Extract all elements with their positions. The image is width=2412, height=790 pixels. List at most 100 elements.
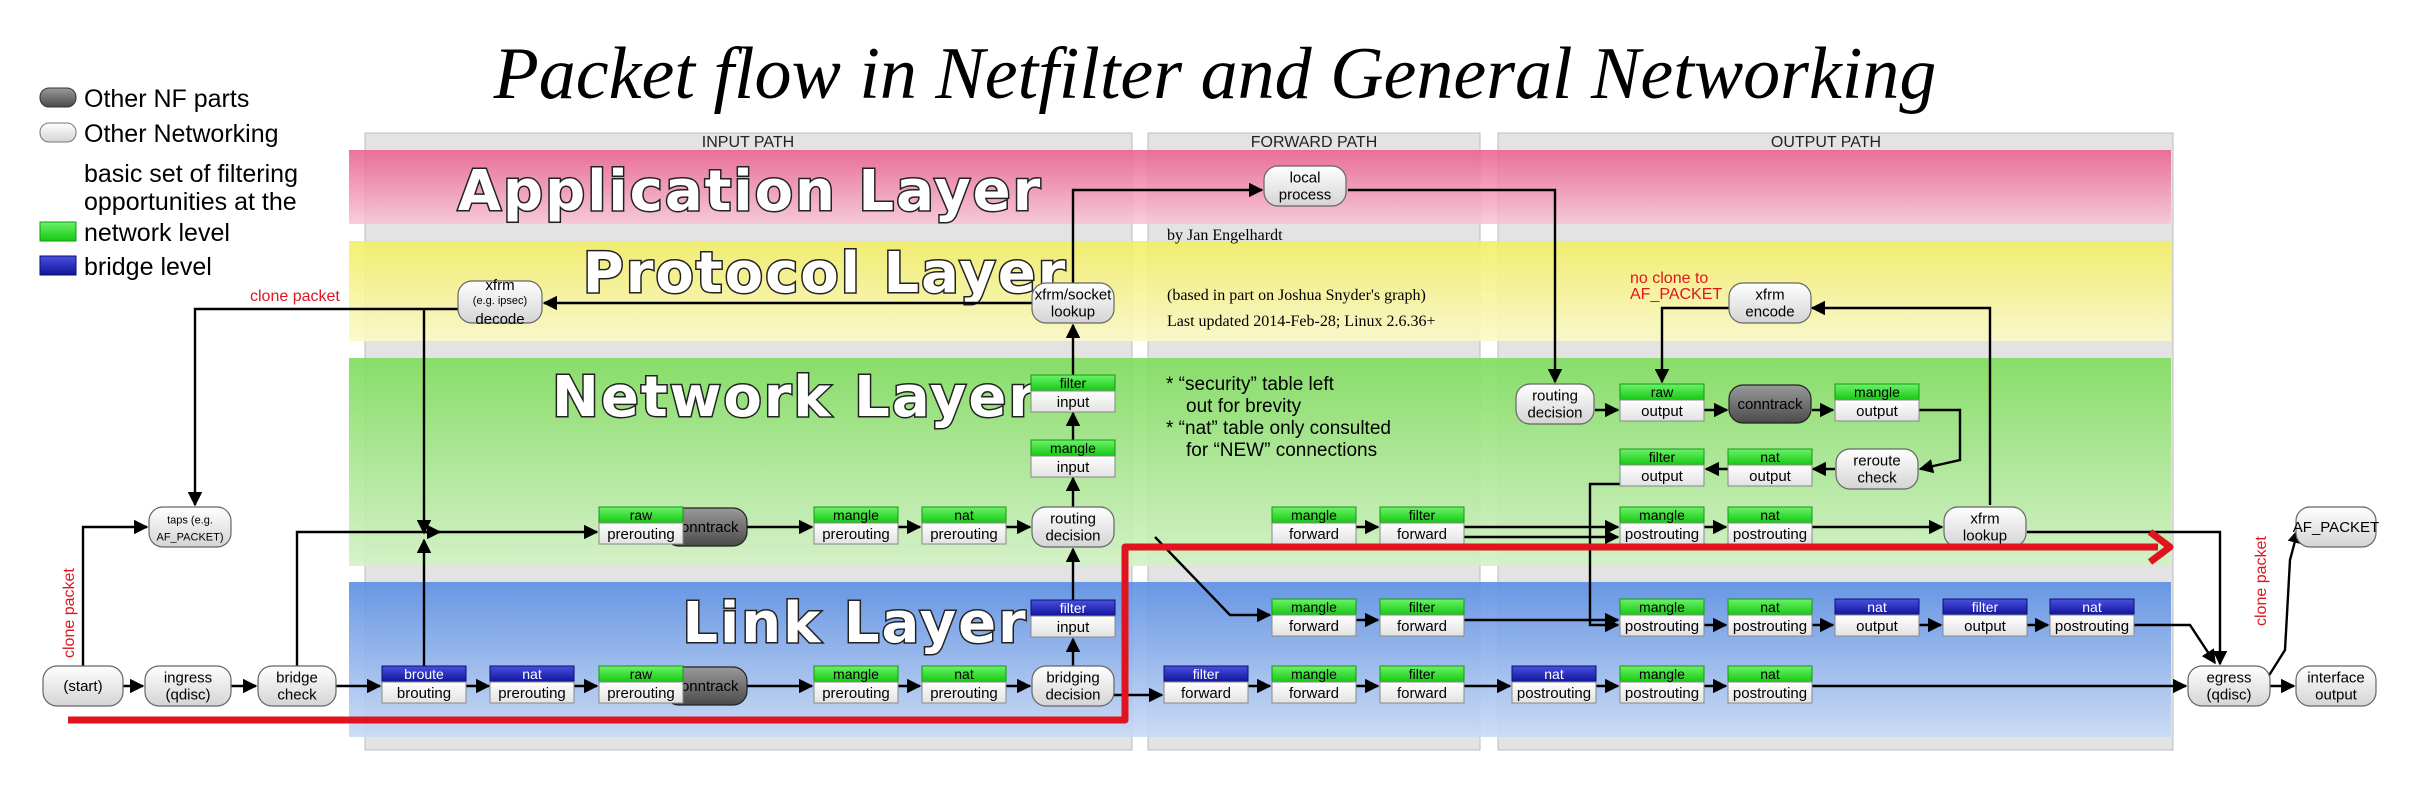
hook-mangle-prerouting-link-chain: prerouting: [822, 685, 890, 702]
no-clone-label-2: AF_PACKET: [1630, 286, 1722, 303]
xfrm-decode-text-0: xfrm: [485, 277, 514, 294]
highlighted-forward-path: [68, 529, 2174, 724]
bridge-check-node-text-1: check: [277, 687, 317, 704]
hook-nat-prerouting-net-body: [921, 522, 1007, 545]
hook-nat-postrouting-bridge-chain: postrouting: [1517, 685, 1591, 702]
hook-filter-forward-bridge-table: filter: [1193, 666, 1220, 682]
application-layer-label: Application Layer: [458, 159, 1043, 224]
hook-nat-postrouting-net-table: nat: [1760, 507, 1780, 523]
connector-57: [2134, 623, 2217, 665]
hook-nat-postrouting-link-body: [1727, 681, 1813, 704]
hook-mangle-prerouting-net-table: mangle: [833, 507, 879, 523]
hook-raw-prerouting-net-body: [598, 522, 684, 545]
hook-filter-forward-link-body: [1379, 681, 1465, 704]
egress-node-shape: [2187, 665, 2271, 707]
connector-41: [1588, 482, 1620, 600]
hook-mangle-forward-link-chain: forward: [1289, 685, 1339, 702]
hook-filter-forward-link-upper-chain: forward: [1397, 618, 1447, 635]
interface-output-node-text-0: interface: [2307, 670, 2365, 687]
protocol-layer-label: Protocol Layer: [583, 241, 1068, 306]
hook-mangle-input-net-body: [1030, 455, 1116, 478]
hook-filter-forward-bridge-chain: forward: [1181, 685, 1231, 702]
hook-nat-prerouting-link-chain: prerouting: [930, 685, 998, 702]
hook-mangle-forward-link-upper-table: mangle: [1291, 599, 1337, 615]
connector-19: [81, 519, 149, 666]
routing-decision-input-text-1: decision: [1045, 528, 1100, 545]
input-path-label: INPUT PATH: [702, 134, 794, 151]
connector-49: [2027, 530, 2228, 666]
network-layer-label: Network Layer: [552, 365, 1038, 430]
taps-text-0: taps (e.g.: [167, 515, 213, 527]
local-process-text-0: local: [1290, 170, 1321, 187]
xfrm-socket-lookup-text-1: lookup: [1051, 304, 1095, 321]
highlight-forward-arrowhead: [2147, 529, 2174, 565]
hook-mangle-postrouting-net-chain: postrouting: [1625, 526, 1699, 543]
interface-output-node-shape: [2295, 665, 2377, 707]
routing-decision-output-text-1: decision: [1527, 405, 1582, 422]
start-node-text-0: (start): [63, 678, 102, 695]
xfrm-decode-text-1: (e.g. ipsec): [473, 295, 527, 307]
hook-mangle-postrouting-link-chain: postrouting: [1625, 685, 1699, 702]
hook-nat-postrouting-bridge-upper-table: nat: [2082, 599, 2102, 615]
flow-connectors: [81, 182, 2302, 703]
xfrm-encode-text-0: xfrm: [1755, 287, 1784, 304]
hook-filter-forward-link-table: filter: [1409, 666, 1436, 682]
bridging-decision-text-0: bridging: [1046, 670, 1099, 687]
legend-bridge-level: bridge level: [84, 253, 212, 281]
conntrack-network-output-text-0: conntrack: [1737, 396, 1803, 413]
xfrm-socket-lookup-text-0: xfrm/socket: [1035, 287, 1113, 304]
hook-filter-forward-net-table: filter: [1409, 507, 1436, 523]
local-process-text-1: process: [1279, 187, 1332, 204]
bridge-check-node-text-0: bridge: [276, 670, 318, 687]
egress-node-text-1: (qdisc): [2206, 687, 2251, 704]
clone-packet-left-label: clone packet: [61, 568, 78, 658]
xfrm-socket-lookup-shape: [1031, 282, 1115, 324]
hook-nat-postrouting-bridge-upper-chain: postrouting: [2055, 618, 2129, 635]
connector-38: [1918, 408, 1962, 474]
legend-desc-line2: opportunities at the: [84, 188, 297, 216]
highlight-forward-path: [68, 543, 2158, 724]
egress-node-text-0: egress: [2206, 670, 2251, 687]
hook-nat-postrouting-link-upper-table: nat: [1760, 599, 1780, 615]
hook-filter-input-bridge-chain: input: [1057, 619, 1090, 636]
hook-nat-postrouting-bridge-table: nat: [1544, 666, 1564, 682]
connector-20: [295, 524, 442, 666]
hook-nat-postrouting-link-table: nat: [1760, 666, 1780, 682]
taps-shape: [148, 506, 232, 548]
note-line2: out for brevity: [1186, 396, 1302, 417]
bridging-decision-text-1: decision: [1045, 687, 1100, 704]
hook-filter-forward-link-upper-body: [1379, 614, 1465, 637]
clone-packet-top-label: clone packet: [250, 288, 340, 305]
conntrack-network-output-shape: [1728, 384, 1812, 424]
reroute-check-shape: [1835, 448, 1919, 490]
ingress-node-text-0: ingress: [164, 670, 212, 687]
hook-nat-prerouting-net-chain: prerouting: [930, 526, 998, 543]
hook-filter-input-net-chain: input: [1057, 394, 1090, 411]
hook-mangle-output-net-chain: output: [1856, 403, 1899, 420]
hook-filter-forward-link-chain: forward: [1397, 685, 1447, 702]
no-clone-label-1: no clone to: [1630, 270, 1708, 287]
hook-raw-prerouting-net-table: raw: [630, 507, 653, 523]
hook-filter-output-bridge-table: filter: [1972, 599, 1999, 615]
hook-raw-prerouting-net-chain: prerouting: [607, 526, 675, 543]
hook-mangle-forward-link-upper-chain: forward: [1289, 618, 1339, 635]
routing-decision-output-text-0: routing: [1532, 388, 1578, 405]
hook-raw-prerouting-link-chain: prerouting: [607, 685, 675, 702]
hook-mangle-postrouting-link-upper-body: [1619, 614, 1705, 637]
